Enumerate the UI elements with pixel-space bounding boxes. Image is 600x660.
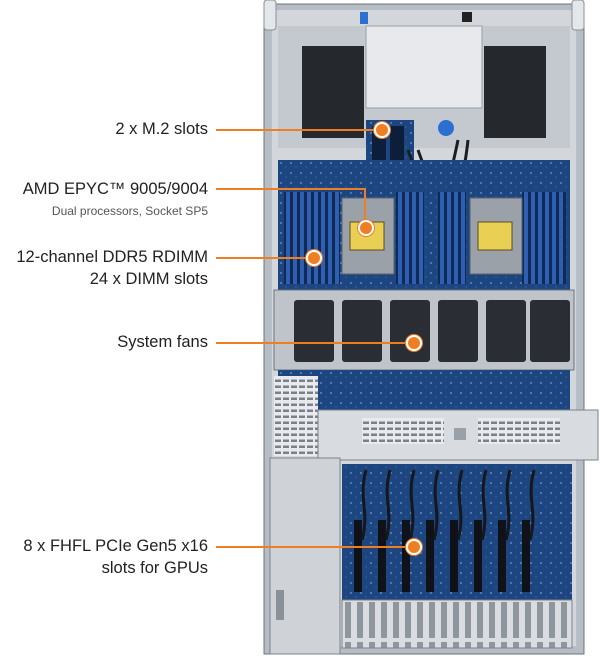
callout-cpu-sublabel: Dual processors, Socket SP5 (51, 204, 208, 218)
leader-m2-dot (374, 122, 390, 138)
m2-slots (366, 120, 414, 166)
callout-ram-line-1: 12-channel DDR5 RDIMM (16, 248, 208, 266)
leader-ram (216, 257, 312, 259)
callout-pcie-line-2: slots for GPUs (101, 559, 208, 577)
server-chassis-illustration (263, 0, 599, 655)
pcie-brackets (341, 599, 573, 649)
psu-bay (269, 457, 341, 655)
gpu-tray-cover (317, 409, 599, 461)
rear-section (278, 25, 570, 148)
leader-cpu-dot (358, 220, 374, 236)
leader-fans-dot (406, 335, 422, 351)
callout-cpu: AMD EPYC™ 9005/9004 Dual processors, Soc… (23, 178, 208, 219)
leader-pcie (216, 546, 412, 548)
callout-pcie-line-1: 8 x FHFL PCIe Gen5 x16 (23, 537, 208, 555)
callout-pcie: 8 x FHFL PCIe Gen5 x16 slots for GPUs (23, 535, 208, 579)
callout-m2: 2 x M.2 slots (115, 118, 208, 140)
callout-ram-line-2: 24 x DIMM slots (89, 270, 208, 288)
leader-cpu (216, 188, 366, 190)
callout-cpu-label: AMD EPYC™ 9005/9004 (22, 180, 208, 198)
system-fans (273, 289, 575, 371)
callout-fans: System fans (117, 331, 208, 353)
leader-pcie-dot (406, 539, 422, 555)
callout-ram: 12-channel DDR5 RDIMM 24 x DIMM slots (16, 246, 208, 290)
leader-fans (216, 342, 412, 344)
leader-m2 (216, 129, 380, 131)
leader-ram-dot (306, 250, 322, 266)
dimm-banks (284, 192, 566, 284)
pcie-board (342, 464, 572, 600)
gpu-power-cables (360, 469, 536, 541)
callout-fans-label: System fans (117, 333, 208, 351)
callout-m2-label: 2 x M.2 slots (115, 120, 208, 138)
leader-cpu-drop (364, 188, 366, 226)
